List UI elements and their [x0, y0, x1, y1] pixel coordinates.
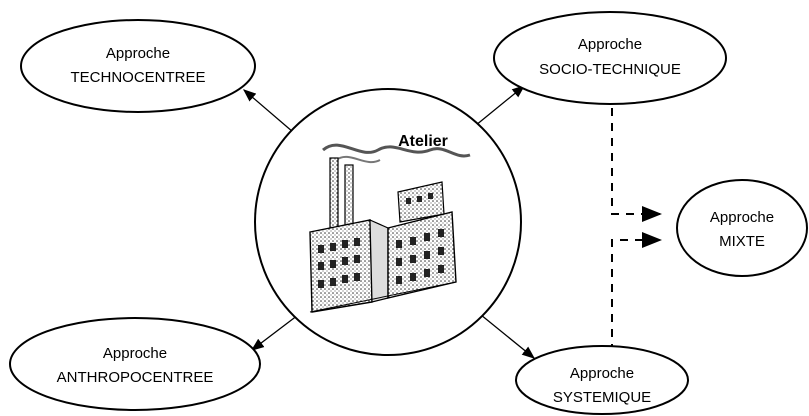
- node-technocentree-line1: Approche: [106, 45, 170, 62]
- node-mixte-line1: Approche: [710, 209, 774, 226]
- node-socio-technique-line2: SOCIO-TECHNIQUE: [539, 61, 681, 78]
- arrow-to-anthropocentree: [250, 311, 303, 351]
- center-circle: [254, 88, 522, 356]
- node-technocentree: Approche TECHNOCENTREE: [20, 19, 256, 113]
- node-anthropocentree-line2: ANTHROPOCENTREE: [57, 369, 214, 386]
- node-mixte: Approche MIXTE: [676, 179, 808, 277]
- node-anthropocentree: Approche ANTHROPOCENTREE: [9, 317, 261, 411]
- node-systemique-line2: SYSTEMIQUE: [553, 389, 651, 406]
- node-systemique: Approche SYSTEMIQUE: [515, 345, 689, 415]
- arrow-to-socio-technique: [469, 85, 526, 131]
- center-label: Atelier: [398, 133, 448, 150]
- node-mixte-line2: MIXTE: [719, 233, 765, 250]
- factory-icon: [309, 143, 471, 313]
- node-socio-technique-line1: Approche: [578, 36, 642, 53]
- node-anthropocentree-line1: Approche: [103, 345, 167, 362]
- dashed-connector-systemique-to-mixte: [611, 232, 662, 352]
- node-systemique-line1: Approche: [570, 365, 634, 382]
- dashed-connector-socio-to-mixte: [611, 108, 662, 222]
- node-technocentree-line2: TECHNOCENTREE: [70, 69, 205, 86]
- node-socio-technique: Approche SOCIO-TECHNIQUE: [493, 11, 727, 105]
